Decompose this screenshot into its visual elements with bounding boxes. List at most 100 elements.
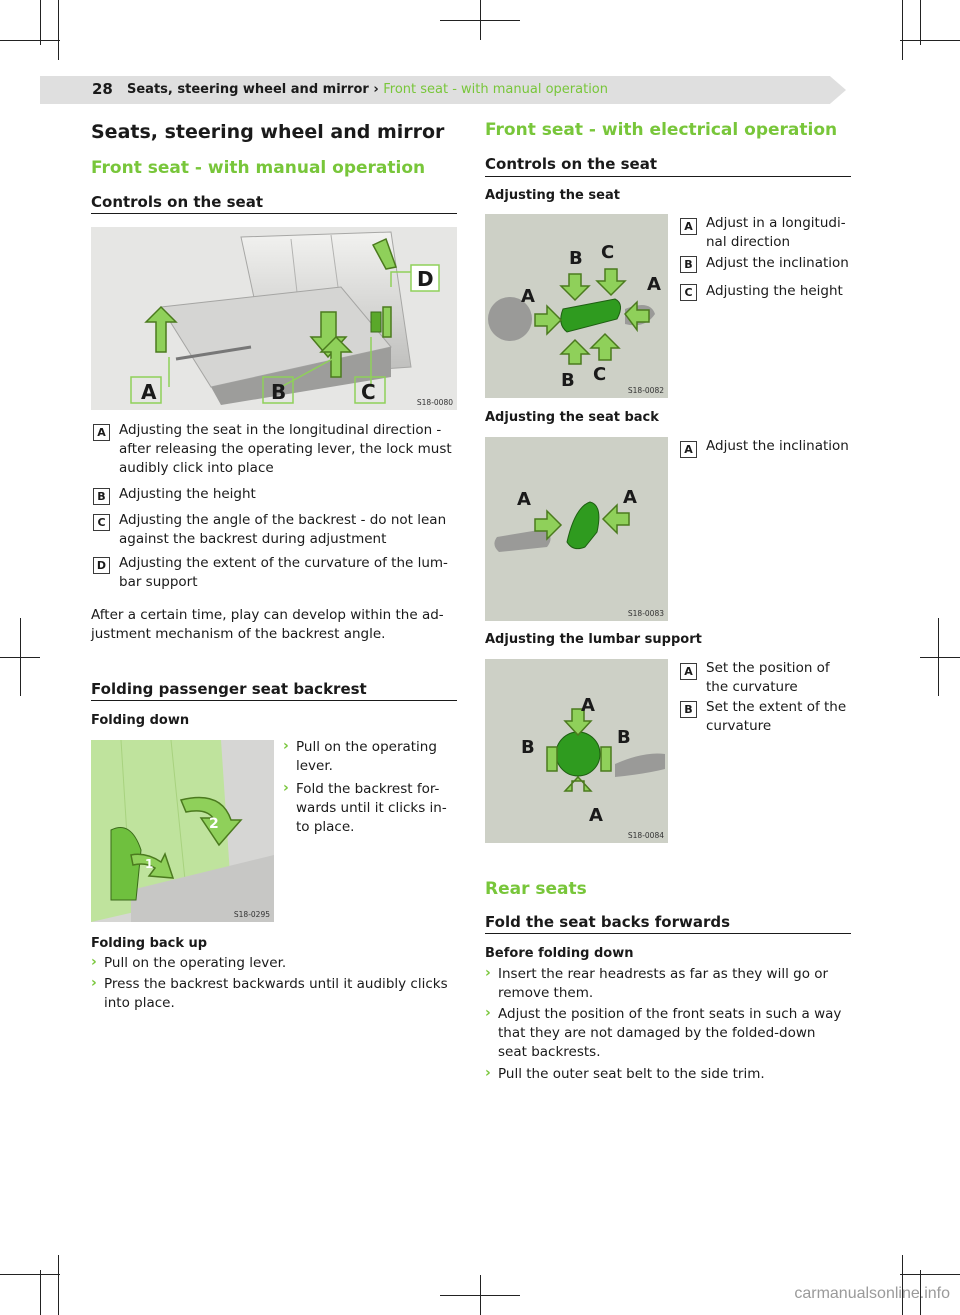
step-heading: Folding down: [91, 713, 190, 728]
seatback-figure: A A S18-0083: [485, 437, 668, 621]
step-heading: Before folding down: [485, 946, 634, 961]
legend-key: A: [93, 424, 110, 441]
section-title: Front seat - with manual operation: [91, 158, 426, 178]
page-title: Seats, steering wheel and mirror: [91, 121, 445, 143]
crop-mark: [0, 40, 60, 41]
callout-label: B: [271, 380, 286, 404]
legend-key: A: [680, 663, 697, 680]
step-text: Pull on the operating lever.: [104, 955, 287, 971]
callout-label: A: [589, 805, 603, 826]
step-text: Pull the outer seat belt to the side tri…: [498, 1066, 765, 1082]
folding-figure: 2 1 S18-0295: [91, 740, 274, 922]
crop-mark: [440, 1295, 520, 1296]
bullet-icon: ›: [283, 738, 289, 754]
callout-label: D: [417, 267, 434, 291]
bullet-icon: ›: [91, 954, 97, 970]
crop-mark: [920, 1270, 921, 1315]
legend-key: A: [680, 218, 697, 235]
step-heading: Adjusting the seat: [485, 188, 620, 203]
figure-code: S18-0084: [627, 831, 664, 840]
callout-label: A: [521, 286, 535, 307]
legend-text: Adjusting the height: [119, 486, 256, 502]
seat-illustration: A B C D: [91, 227, 457, 410]
bullet-icon: ›: [485, 965, 491, 981]
legend-text: Adjust in a longitudi- nal direction: [706, 215, 846, 250]
step-text: Insert the rear headrests as far as they…: [498, 966, 829, 1001]
callout-label: A: [141, 380, 157, 404]
figure-code: S18-0082: [627, 386, 664, 395]
callout-label: C: [361, 380, 376, 404]
callout-label: B: [561, 370, 575, 391]
legend-text: Adjusting the extent of the curvature of…: [119, 555, 448, 590]
step-text: Pull on the operating lever.: [296, 739, 437, 774]
step-heading: Folding back up: [91, 936, 208, 951]
bullet-icon: ›: [283, 780, 289, 796]
legend-key: B: [93, 488, 110, 505]
callout-label: A: [581, 695, 595, 716]
callout-label: C: [593, 364, 606, 385]
crop-mark: [440, 20, 520, 21]
page-number: 28: [92, 80, 113, 98]
bullet-icon: ›: [91, 975, 97, 991]
crop-mark: [920, 657, 960, 658]
subsection-title: Folding passenger seat backrest: [91, 680, 367, 698]
subsection-title: Controls on the seat: [485, 155, 658, 173]
heading-rule: [91, 700, 457, 701]
heading-rule: [485, 176, 851, 177]
step-text: Adjust the position of the front seats i…: [498, 1006, 842, 1060]
section-title: Rear seats: [485, 879, 587, 899]
callout-label: B: [617, 727, 631, 748]
callout-label: B: [521, 737, 535, 758]
callout-label: A: [647, 274, 661, 295]
crop-mark: [0, 657, 40, 658]
breadcrumb-separator: ›: [373, 82, 379, 97]
header-band: [40, 76, 846, 104]
figure-code: S18-0295: [233, 910, 270, 919]
watermark[interactable]: carmanualsonline.info: [794, 1285, 950, 1302]
legend-key: B: [680, 256, 697, 273]
folding-illustration: 2 1: [91, 740, 274, 922]
callout-label: A: [623, 487, 637, 508]
crop-mark: [40, 1270, 41, 1315]
step-heading: Adjusting the lumbar support: [485, 632, 702, 647]
legend-key: D: [93, 557, 110, 574]
section-title: Front seat - with electrical operation: [485, 120, 838, 140]
legend-text: Adjusting the seat in the longitudinal d…: [119, 422, 452, 476]
subsection-title: Fold the seat backs forwards: [485, 913, 731, 931]
crop-mark: [0, 1274, 60, 1275]
callout-label: 2: [209, 816, 219, 832]
seat-figure-manual: A B C D S18-0080: [91, 227, 457, 410]
legend-text: Set the extent of the curvature: [706, 699, 847, 734]
figure-code: S18-0080: [416, 398, 453, 407]
legend-text: Adjusting the height: [706, 283, 843, 299]
crop-mark: [920, 0, 921, 45]
crop-mark: [58, 0, 59, 60]
legend-key: C: [680, 284, 697, 301]
crop-mark: [902, 0, 903, 60]
crop-mark: [902, 1255, 903, 1315]
legend-key: C: [93, 514, 110, 531]
lumbar-illustration: A B B A: [485, 659, 668, 843]
crop-mark: [58, 1255, 59, 1315]
breadcrumb-section[interactable]: Seats, steering wheel and mirror: [127, 82, 369, 97]
bullet-icon: ›: [485, 1065, 491, 1081]
seat-controls-figure: A B C A B C S18-0082: [485, 214, 668, 398]
callout-label: B: [569, 248, 583, 269]
figure-code: S18-0083: [627, 609, 664, 618]
step-heading: Adjusting the seat back: [485, 410, 659, 425]
callout-label: 1: [145, 857, 153, 871]
step-text: Press the backrest backwards until it au…: [104, 976, 448, 1011]
heading-rule: [91, 213, 457, 214]
breadcrumb-current: Front seat - with manual operation: [383, 82, 609, 97]
seatback-illustration: A A: [485, 437, 668, 621]
callout-label: A: [517, 489, 531, 510]
callout-label: C: [601, 242, 614, 263]
seat-controls-illustration: A B C A B C: [485, 214, 668, 398]
breadcrumb: Seats, steering wheel and mirror › Front…: [127, 82, 608, 97]
bullet-icon: ›: [485, 1005, 491, 1021]
legend-text: Adjust the inclination: [706, 438, 849, 454]
legend-key: B: [680, 701, 697, 718]
note-paragraph: After a certain time, play can develop w…: [91, 607, 444, 642]
legend-text: Adjust the inclination: [706, 255, 849, 271]
step-text: Fold the backrest for- wards until it cl…: [296, 781, 447, 835]
